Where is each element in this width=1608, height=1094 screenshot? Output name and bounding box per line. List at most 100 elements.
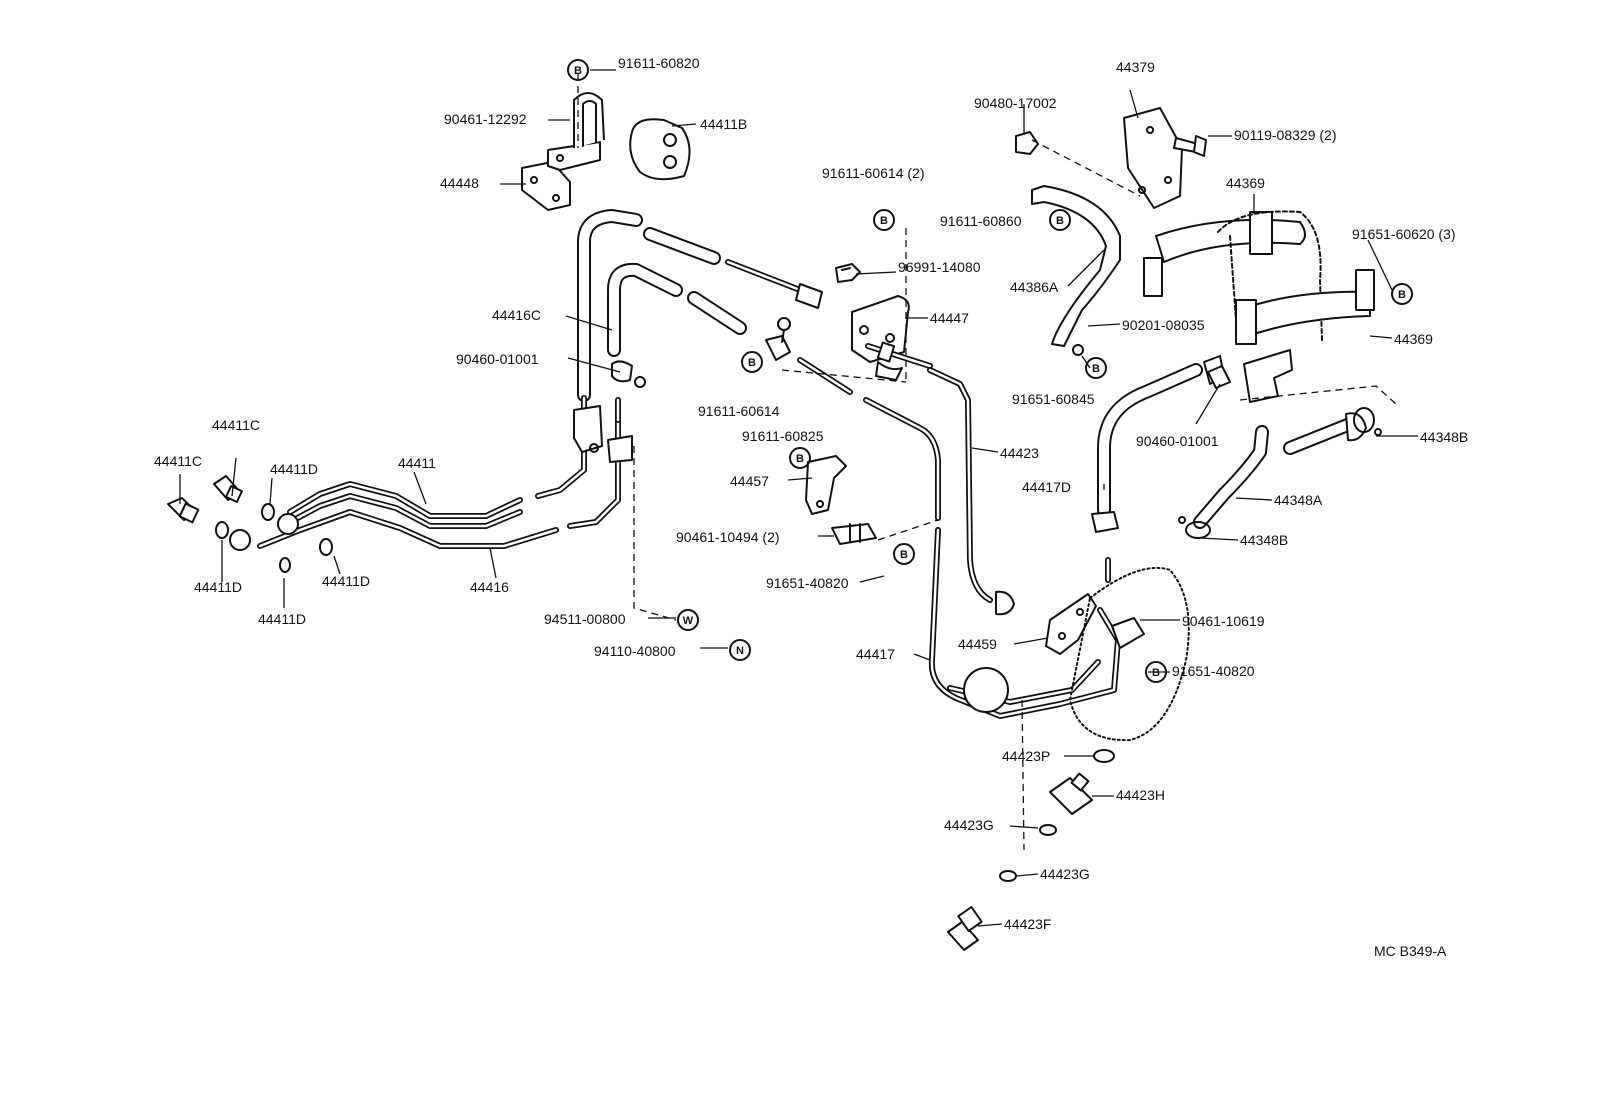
label-91651-40820-a: 91651-40820 [766, 575, 849, 591]
badge-b-3: B [741, 351, 763, 373]
label-44448: 44448 [440, 175, 479, 191]
label-91651-60620-3: 91651-60620 (3) [1352, 226, 1456, 242]
bracket-44447 [851, 295, 933, 381]
badge-b-4: B [789, 447, 811, 469]
label-91651-60845: 91651-60845 [1012, 391, 1095, 407]
badge-b-7: B [1391, 283, 1413, 305]
label-44411D-a: 44411D [270, 461, 318, 477]
washer-90201-08035 [1072, 344, 1084, 356]
label-44411C-a: 44411C [212, 417, 260, 433]
label-44411D-c: 44411D [322, 573, 370, 589]
gasket-44423P [1093, 749, 1115, 763]
badge-b-2: B [873, 209, 895, 231]
label-90460-01001-a: 90460-01001 [456, 351, 539, 367]
label-44411D-d: 44411D [258, 611, 306, 627]
label-44423G-b: 44423G [1040, 866, 1090, 882]
label-44411C-b: 44411C [154, 453, 202, 469]
svg-text:W: W [683, 615, 694, 627]
labels: 91611-60820 90461-12292 44411B 44448 916… [154, 55, 1468, 959]
label-94110-40800: 94110-40800 [594, 643, 676, 659]
svg-text:B: B [574, 65, 582, 77]
label-44447: 44447 [930, 310, 969, 326]
washer-44423G-a [1039, 824, 1057, 836]
label-90119-08329-2: 90119-08329 (2) [1234, 127, 1336, 143]
label-44423: 44423 [1000, 445, 1039, 461]
label-44423H: 44423H [1116, 787, 1165, 803]
union-44411C-b [213, 475, 243, 503]
label-44411B: 44411B [700, 116, 747, 132]
tank-outline-faint [963, 557, 1190, 742]
union-44423H [1049, 772, 1093, 815]
label-44411D-b: 44411D [194, 579, 242, 595]
diagram-code: MC B349-A [1374, 943, 1447, 959]
label-44423G-a: 44423G [944, 817, 994, 833]
label-91651-40820-b: 91651-40820 [1172, 663, 1255, 679]
clamp-center [765, 317, 791, 361]
label-44386A: 44386A [1010, 279, 1059, 295]
label-91611-60614-2: 91611-60614 (2) [822, 165, 924, 181]
label-44459: 44459 [958, 636, 997, 652]
label-44379: 44379 [1116, 59, 1155, 75]
leader-lines [179, 69, 1418, 927]
label-44423F: 44423F [1004, 916, 1051, 932]
label-91611-60820: 91611-60820 [618, 55, 700, 71]
strap-44369-lower [1235, 269, 1375, 345]
label-44423P: 44423P [1002, 748, 1050, 764]
svg-text:B: B [900, 549, 908, 561]
bolt-44423F [947, 906, 983, 951]
washer-44423G-b [999, 870, 1017, 882]
bolt-90119-08329 [1173, 135, 1207, 157]
bracket-44457 [805, 455, 847, 515]
badge-b-5: B [893, 543, 915, 565]
badge-b-6: B [1049, 209, 1071, 231]
fuel-line-44411 [287, 395, 587, 529]
svg-text:B: B [880, 215, 888, 227]
clip-96991-14080 [835, 263, 861, 283]
hose-44416C [577, 209, 823, 402]
label-44411: 44411 [398, 455, 436, 471]
label-91611-60860: 91611-60860 [940, 213, 1022, 229]
clamp-90460-01001-left [611, 360, 646, 388]
label-90460-01001-b: 90460-01001 [1136, 433, 1219, 449]
label-91611-60614: 91611-60614 [698, 403, 780, 419]
fuel-line-44423 [927, 367, 1015, 616]
union-44411C-a [167, 497, 200, 524]
label-44369-b: 44369 [1394, 331, 1433, 347]
label-44369-a: 44369 [1226, 175, 1265, 191]
clamp-90460-01001-right [1207, 365, 1231, 389]
label-90461-12292: 90461-12292 [444, 111, 527, 127]
svg-text:N: N [736, 645, 744, 657]
label-44348B-a: 44348B [1420, 429, 1468, 445]
bracket-44459 [1045, 593, 1097, 655]
label-44348A: 44348A [1274, 492, 1323, 508]
washers-44411D [215, 503, 333, 573]
pipe-tank-outlet [1243, 349, 1293, 403]
svg-text:B: B [1056, 215, 1064, 227]
label-90461-10619: 90461-10619 [1182, 613, 1265, 629]
svg-text:B: B [748, 357, 756, 369]
bracket-44379 [1123, 107, 1183, 209]
badge-b-1: B [567, 59, 589, 81]
label-44417: 44417 [856, 646, 895, 662]
label-44416: 44416 [470, 579, 509, 595]
label-44457: 44457 [730, 473, 769, 489]
label-94511-00800: 94511-00800 [544, 611, 626, 627]
strap-44369-upper [1143, 211, 1306, 297]
label-90201-08035: 90201-08035 [1122, 317, 1205, 333]
grommet-44411B [629, 118, 691, 181]
label-96991-14080: 96991-14080 [898, 259, 981, 275]
badge-b-9: B [1145, 661, 1167, 683]
label-44417D: 44417D [1022, 479, 1071, 495]
nut-90480-17002 [1015, 131, 1039, 155]
strap-44386A [1031, 185, 1121, 347]
svg-text:B: B [796, 453, 804, 465]
label-91611-60825: 91611-60825 [742, 428, 824, 444]
badge-n: N [729, 639, 751, 661]
clamp-90461-12292 [547, 92, 605, 171]
svg-text:B: B [1092, 363, 1100, 375]
label-44416C: 44416C [492, 307, 541, 323]
clamp-90461-10494 [831, 523, 877, 545]
label-90461-10494-2: 90461-10494 (2) [676, 529, 780, 545]
